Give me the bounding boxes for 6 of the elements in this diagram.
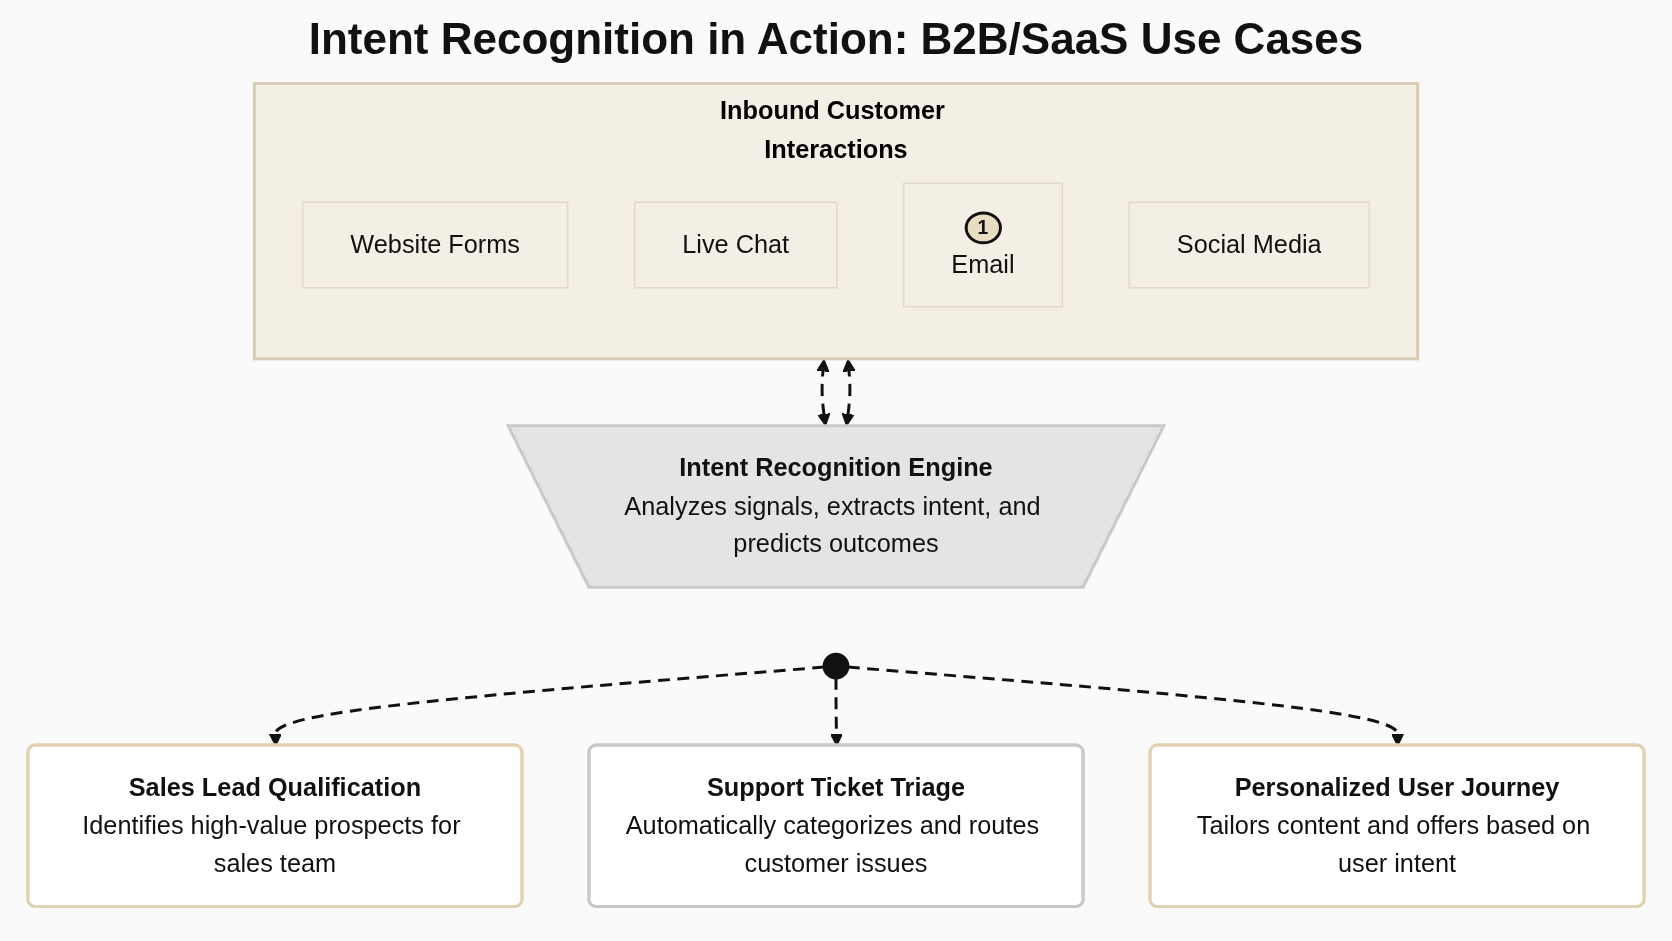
node-box: Live Chat — [633, 201, 838, 289]
node-circle — [822, 652, 850, 680]
node-box: Social Media — [1128, 201, 1371, 289]
node-box: Website Forms — [301, 201, 569, 289]
node-box: 1 Email — [902, 182, 1063, 308]
title: Intent Recognition in Action: B2B/SaaS Use Cases — [307, 13, 1365, 65]
